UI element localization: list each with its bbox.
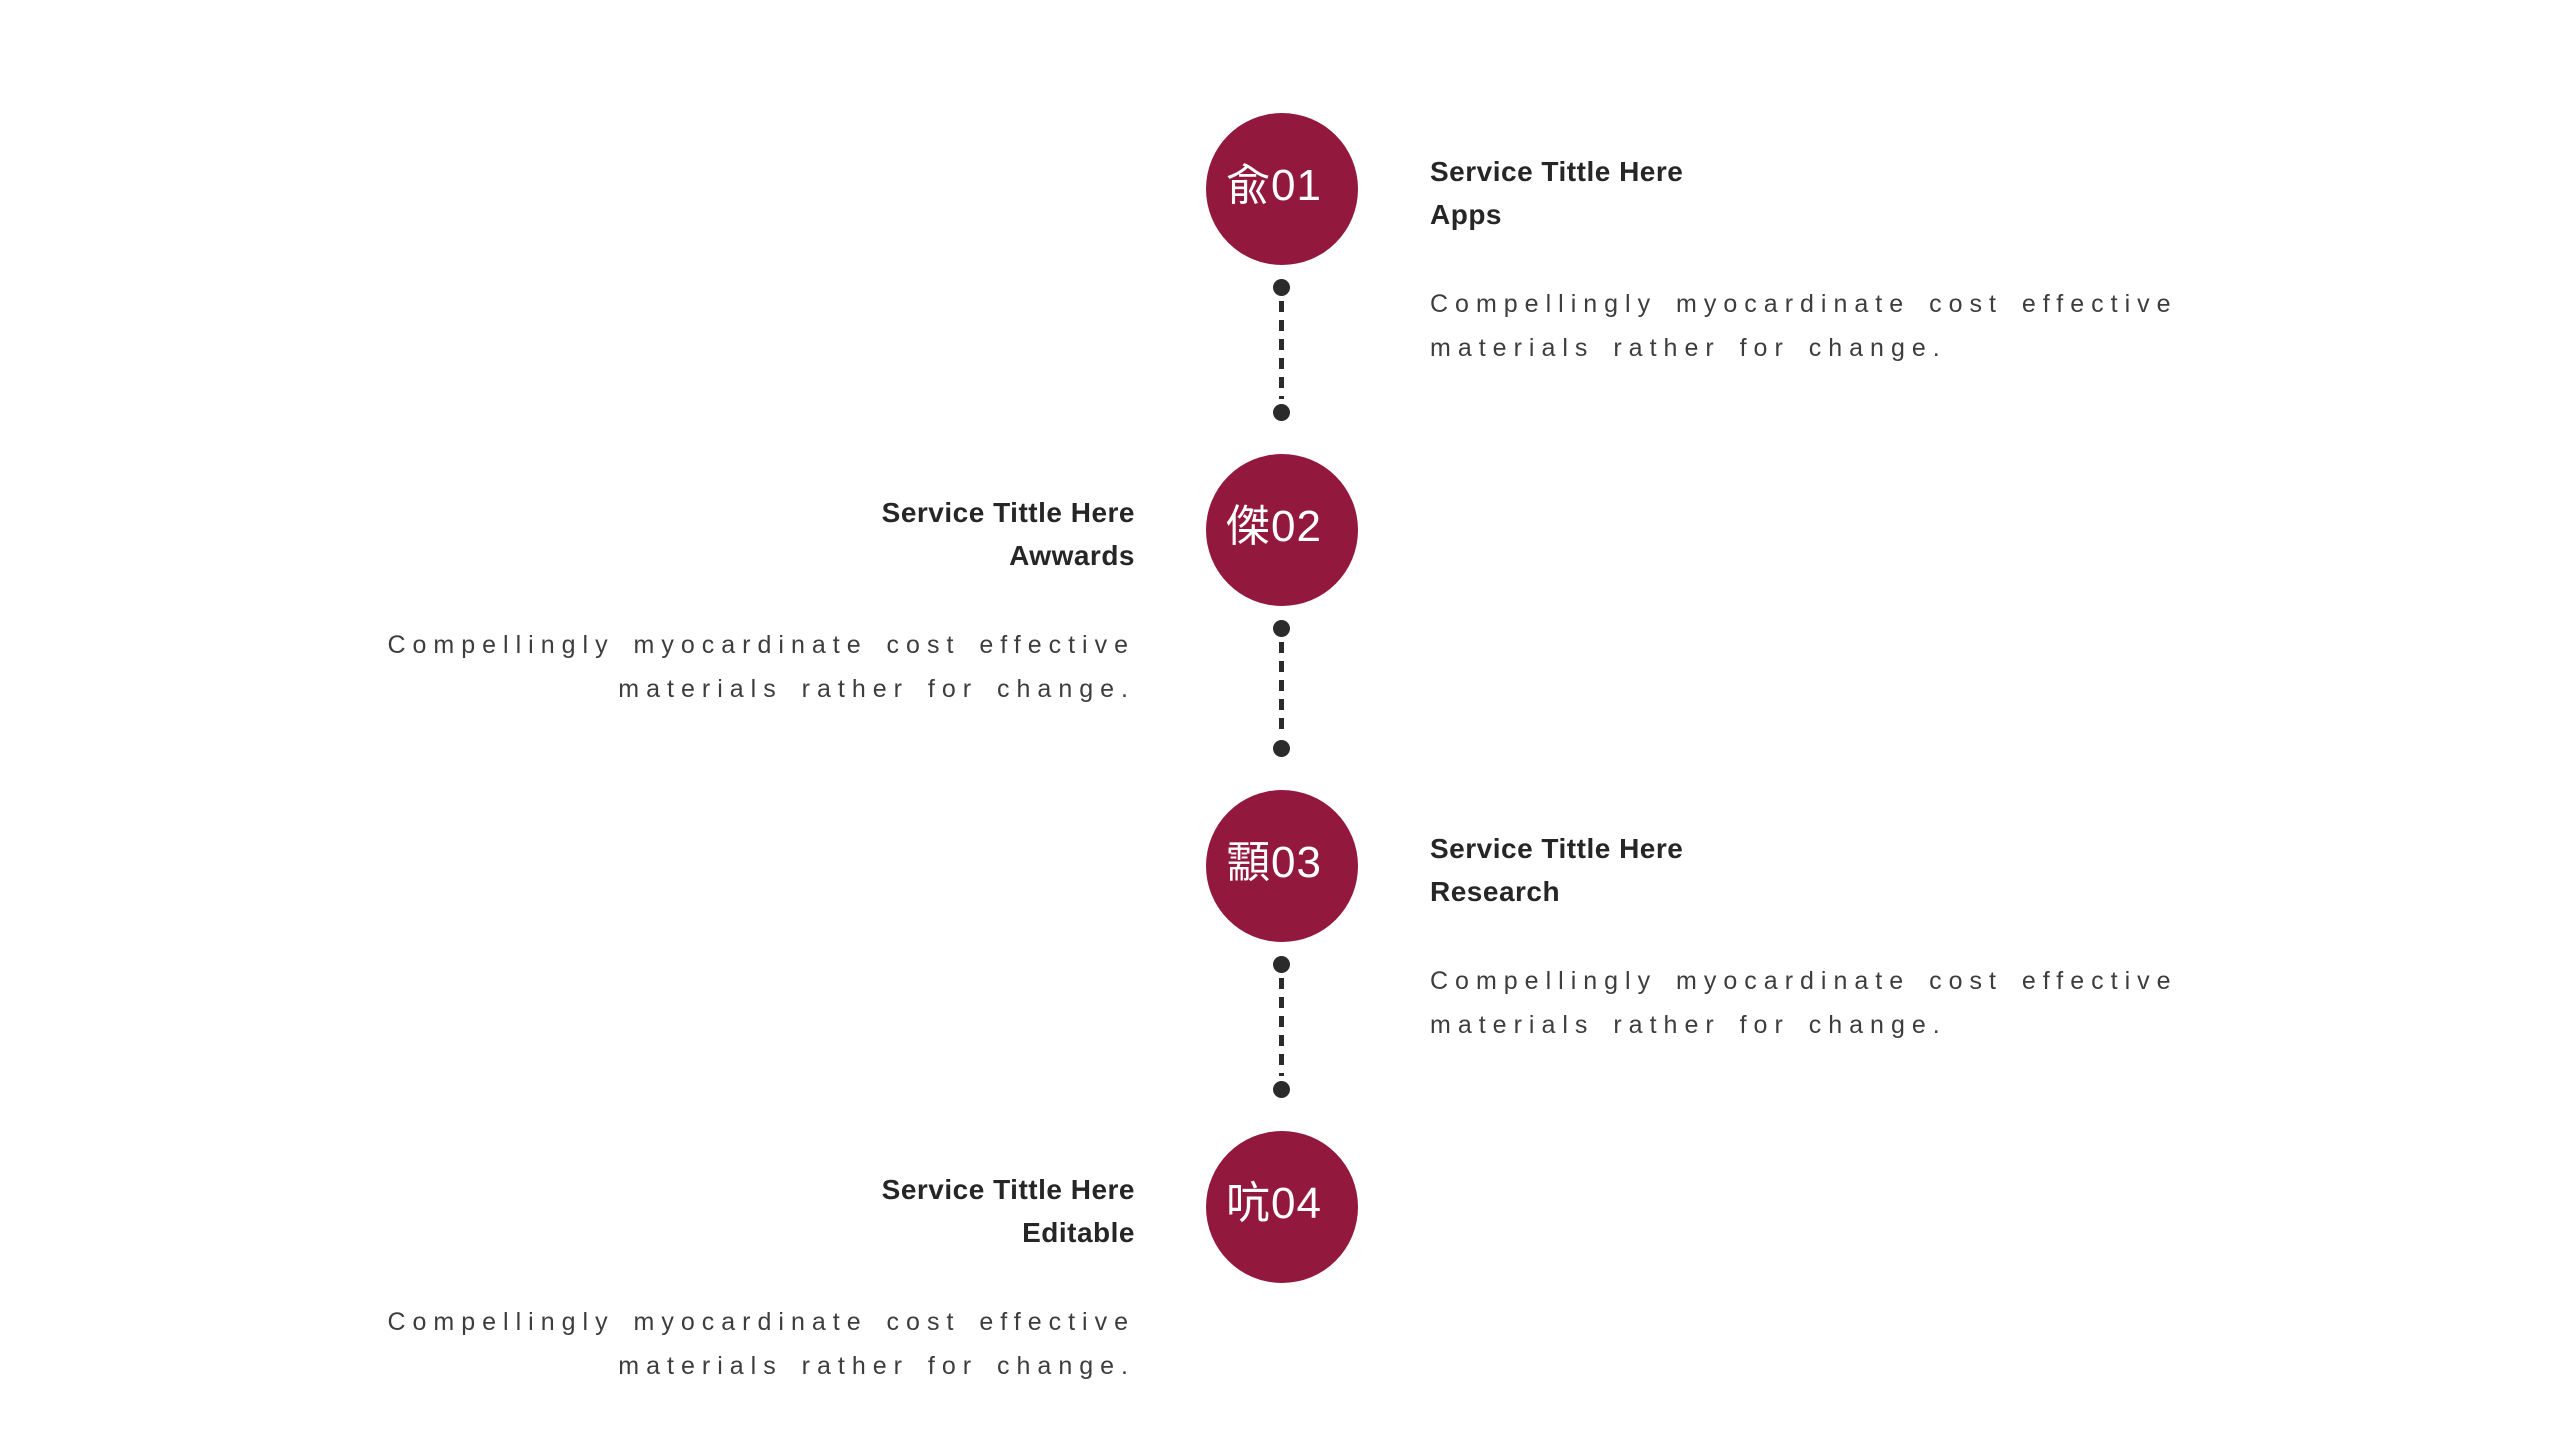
- item-4-description-line1: Compellingly myocardinate cost effective: [387, 1308, 1135, 1336]
- timeline-node-3-badge: 顬03: [1226, 841, 1322, 885]
- item-1-title-line2: Apps: [1430, 199, 1502, 230]
- item-3-description-line2: materials rather for change.: [1430, 1011, 1947, 1039]
- item-2-title-line2: Awwards: [1009, 540, 1135, 571]
- item-1-description: Compellingly myocardinate cost effective…: [1430, 282, 2370, 370]
- node-2-number: 02: [1271, 502, 1322, 551]
- node-3-glyph: 顬: [1226, 838, 1272, 887]
- timeline-node-1: 兪01: [1206, 113, 1358, 265]
- item-3-description: Compellingly myocardinate cost effective…: [1430, 959, 2370, 1047]
- timeline-node-2-badge: 傑02: [1226, 505, 1322, 549]
- item-3-title: Service Tittle Here Research: [1430, 827, 2370, 913]
- node-1-number: 01: [1271, 161, 1322, 210]
- connector-top-dot: [1273, 279, 1290, 296]
- node-4-glyph: 吭: [1226, 1179, 1272, 1228]
- item-2-title-line1: Service Tittle Here: [881, 497, 1135, 528]
- item-1-description-line1: Compellingly myocardinate cost effective: [1430, 290, 2178, 318]
- item-2-title: Service Tittle Here Awwards: [195, 491, 1135, 577]
- connector-bottom-dot: [1273, 404, 1290, 421]
- timeline-node-1-badge: 兪01: [1226, 164, 1322, 208]
- item-4-title-line1: Service Tittle Here: [881, 1174, 1135, 1205]
- node-4-number: 04: [1271, 1179, 1322, 1228]
- item-3-title-line1: Service Tittle Here: [1430, 833, 1684, 864]
- connector-bottom-dot: [1273, 1081, 1290, 1098]
- item-2-description-line1: Compellingly myocardinate cost effective: [387, 631, 1135, 659]
- item-3-description-line1: Compellingly myocardinate cost effective: [1430, 967, 2178, 995]
- connector-bottom-dot: [1273, 740, 1290, 757]
- item-1-title-line1: Service Tittle Here: [1430, 156, 1684, 187]
- item-4-title: Service Tittle Here Editable: [195, 1168, 1135, 1254]
- timeline-node-4: 吭04: [1206, 1131, 1358, 1283]
- connector-top-dot: [1273, 956, 1290, 973]
- node-2-glyph: 傑: [1226, 502, 1272, 551]
- item-3-title-line2: Research: [1430, 876, 1561, 907]
- connector-dashed-line: [1279, 301, 1284, 399]
- timeline-node-4-badge: 吭04: [1226, 1182, 1322, 1226]
- item-2-description-line2: materials rather for change.: [618, 675, 1135, 703]
- item-1-description-line2: materials rather for change.: [1430, 334, 1947, 362]
- connector-1-2: [1273, 279, 1290, 421]
- item-4-description: Compellingly myocardinate cost effective…: [195, 1300, 1135, 1388]
- item-1-title: Service Tittle Here Apps: [1430, 150, 2370, 236]
- node-1-glyph: 兪: [1226, 161, 1272, 210]
- connector-top-dot: [1273, 620, 1290, 637]
- timeline-node-2: 傑02: [1206, 454, 1358, 606]
- timeline-node-3: 顬03: [1206, 790, 1358, 942]
- connector-dashed-line: [1279, 978, 1284, 1076]
- item-2-description: Compellingly myocardinate cost effective…: [195, 623, 1135, 711]
- connector-2-3: [1273, 620, 1290, 757]
- item-4-title-line2: Editable: [1022, 1217, 1135, 1248]
- node-3-number: 03: [1271, 838, 1322, 887]
- connector-3-4: [1273, 956, 1290, 1098]
- item-4-description-line2: materials rather for change.: [618, 1352, 1135, 1380]
- connector-dashed-line: [1279, 642, 1284, 735]
